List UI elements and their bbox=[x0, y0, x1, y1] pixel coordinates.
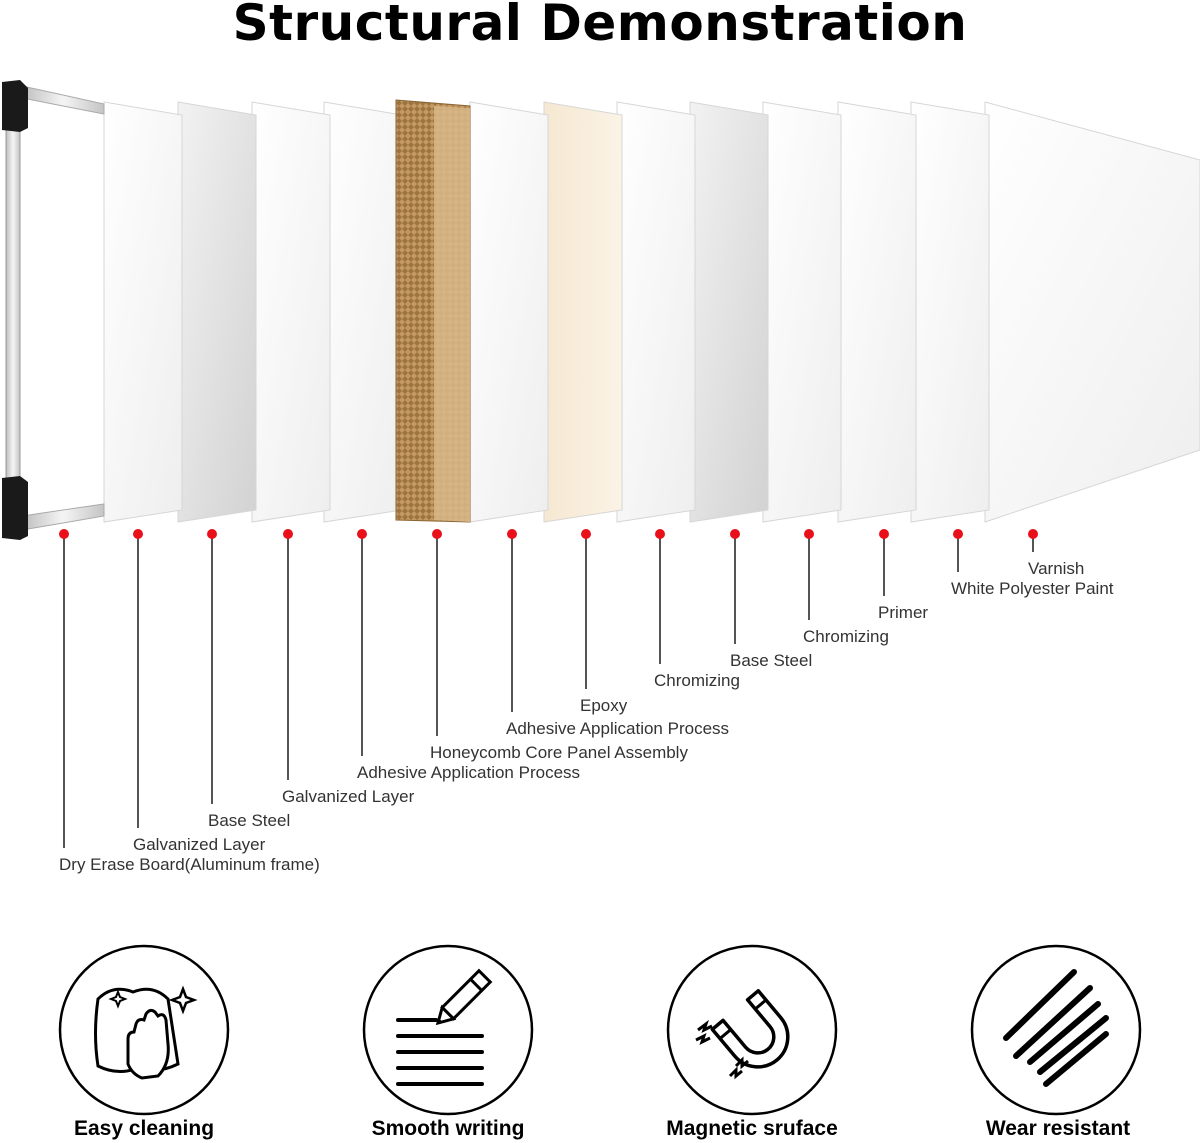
layer-panel bbox=[616, 101, 696, 523]
layer-stack-diagram bbox=[2, 80, 1200, 848]
layer-panel bbox=[984, 101, 1200, 523]
page-title: Structural Demonstration bbox=[232, 0, 968, 52]
marker-dot bbox=[59, 529, 69, 539]
marker-dot bbox=[804, 529, 814, 539]
marker-dot bbox=[655, 529, 665, 539]
feature-label: Smooth writing bbox=[371, 1117, 525, 1140]
layer-label: Base Steel bbox=[208, 811, 291, 830]
layer-panel bbox=[837, 101, 917, 523]
marker-dot bbox=[1028, 529, 1038, 539]
layer-panel bbox=[469, 101, 549, 523]
marker-dot bbox=[730, 529, 740, 539]
layer-panel bbox=[689, 101, 769, 523]
layer-label: Primer bbox=[878, 603, 929, 622]
layer-label: Epoxy bbox=[580, 696, 628, 715]
layer-panel bbox=[543, 101, 623, 523]
layer-label: Galvanized Layer bbox=[133, 835, 266, 854]
marker-dot bbox=[133, 529, 143, 539]
magnet-icon bbox=[666, 944, 838, 1116]
marker-dot bbox=[879, 529, 889, 539]
layer-panel bbox=[323, 101, 403, 523]
layer-label: Adhesive Application Process bbox=[357, 763, 581, 782]
layer-panel bbox=[910, 101, 990, 523]
feature-label: Easy cleaning bbox=[73, 1117, 215, 1140]
layer-label: Galvanized Layer bbox=[282, 787, 415, 806]
scratch-lines-icon bbox=[970, 944, 1142, 1116]
layer-label: Varnish bbox=[1028, 559, 1085, 578]
layer-label: Chromizing bbox=[654, 671, 740, 690]
feature-label: Magnetic sruface bbox=[666, 1117, 838, 1140]
layer-panel bbox=[177, 101, 257, 523]
layer-label: Dry Erase Board(Aluminum frame) bbox=[59, 855, 320, 874]
layer-panel bbox=[251, 101, 331, 523]
pencil-writing-icon bbox=[362, 944, 534, 1116]
layer-panel bbox=[762, 101, 842, 523]
layer-label: Honeycomb Core Panel Assembly bbox=[430, 743, 688, 762]
feature-label: Wear resistant bbox=[985, 1117, 1131, 1140]
cleaning-cloth-icon bbox=[58, 944, 230, 1116]
layer-label: Base Steel bbox=[730, 651, 813, 670]
marker-dot bbox=[283, 529, 293, 539]
layer-label: White Polyester Paint bbox=[951, 579, 1114, 598]
marker-dot bbox=[357, 529, 367, 539]
marker-dot bbox=[507, 529, 517, 539]
marker-dot bbox=[581, 529, 591, 539]
marker-dot bbox=[953, 529, 963, 539]
marker-dot bbox=[432, 529, 442, 539]
marker-dot bbox=[207, 529, 217, 539]
layer-panel bbox=[103, 101, 183, 523]
layer-label: Chromizing bbox=[803, 627, 889, 646]
aluminum-frame bbox=[2, 80, 105, 540]
honeycomb-face bbox=[434, 106, 470, 522]
layer-label: Adhesive Application Process bbox=[506, 719, 730, 738]
